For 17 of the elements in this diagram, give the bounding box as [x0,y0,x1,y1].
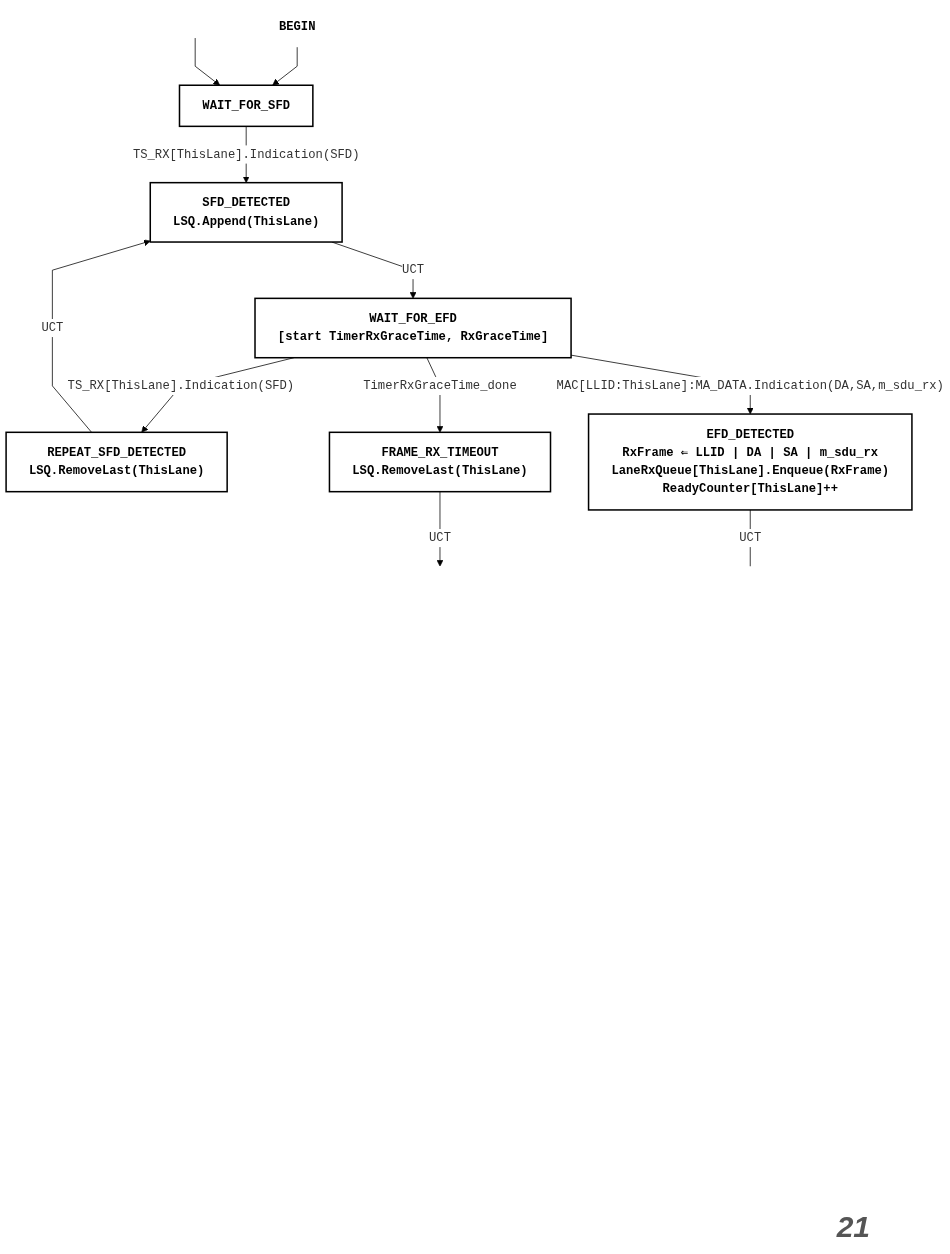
edge-label: MAC[LLID:ThisLane]:MA_DATA.Indication(DA,SA,m_sdu_rx) [556,379,944,393]
page-number: 21 [836,1210,870,1244]
node-box: WAIT_FOR_EFD [start TimerRxGraceTime, RxGraceTime] [254,297,572,359]
edge-label: UCT [739,531,762,545]
edge-label: TS_RX[ThisLane].Indication(SFD) [132,147,360,162]
node-text: BEGIN [278,19,316,34]
node-box: SFD_DETECTED LSQ.Append(ThisLane) [149,181,343,243]
edge-label: TS_RX[ThisLane].Indication(SFD) [67,379,295,393]
connector [749,509,751,567]
edge-label: UCT [429,531,451,545]
edge-label: UCT [402,263,425,278]
node-box: WAIT_FOR_SFD [178,84,314,128]
edge-label: UCT [41,321,64,335]
edge-label: TimerRxGraceTime_done [363,379,517,393]
node-box: EFD_DETECTED RxFrame ⇐ LLID | DA | SA | m_sdu_rx LaneRxQueue[ThisLane].Enqueue(RxFrame) ReadyCounter[ThisLane]++ [587,413,913,511]
node-box: REPEAT_SFD_DETECTED LSQ.RemoveLast(ThisLane) [5,431,228,493]
node-box: FRAME_RX_TIMEOUT LSQ.RemoveLast(ThisLane) [328,431,552,493]
